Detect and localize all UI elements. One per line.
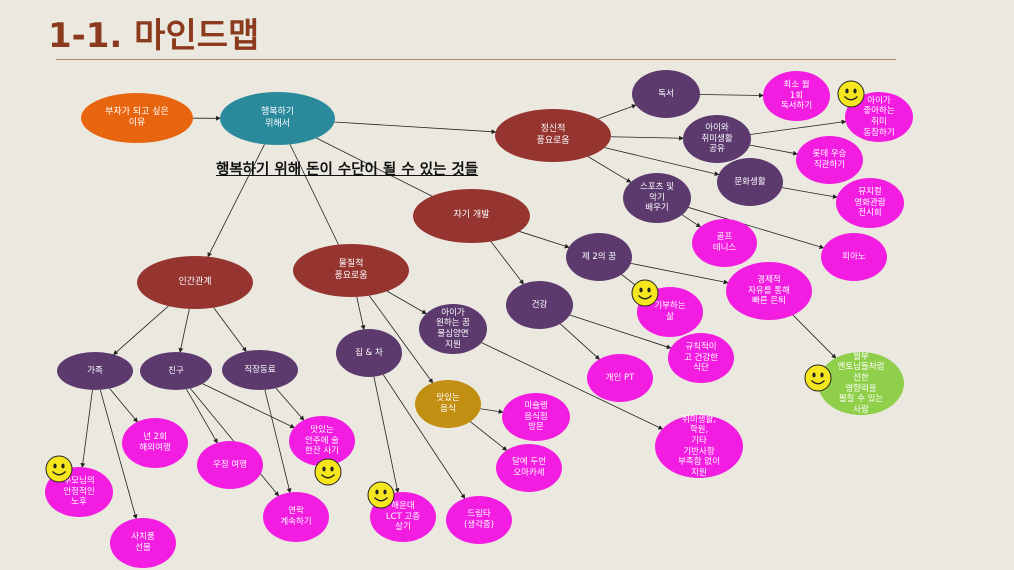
node-house-car: 집 & 차 <box>336 329 402 377</box>
connector-friends-to-friend-trip <box>186 388 218 444</box>
connector-kids-hobby-to-kid-hobby-join <box>750 119 847 135</box>
connector-second-dream-to-econ-retire <box>630 262 729 285</box>
connector-family-to-gifts <box>99 389 138 520</box>
node-to-be-happy: 행복하기 위해서 <box>220 92 335 145</box>
node-lotte-win: 롯데 우승 직관하기 <box>796 136 863 184</box>
node-second-dream: 제 2의 꿈 <box>566 233 632 281</box>
smiley-face-icon <box>631 279 659 307</box>
connector-mental-to-kids-hobby <box>610 135 684 141</box>
node-gifts: 사치품 선물 <box>110 518 176 568</box>
connector-relations-to-friends <box>178 308 190 353</box>
connector-family-to-parents <box>80 389 93 468</box>
connector-reading-to-read-monthly <box>699 93 764 98</box>
node-friend-trip: 우정 여행 <box>197 441 263 489</box>
node-golf: 골프 테니스 <box>692 219 757 267</box>
node-read-monthly: 최소 월 1회 독서하기 <box>763 71 830 121</box>
connector-house-car-to-drive <box>382 374 466 500</box>
node-family: 가족 <box>57 352 133 390</box>
connector-to-be-happy-to-self-dev <box>316 137 433 197</box>
node-econ-retire: 경제적 자유를 통해 빠른 은퇴 <box>726 262 812 320</box>
connector-relations-to-family <box>113 305 169 355</box>
connector-material-to-house-car <box>356 296 366 331</box>
node-regular-diet: 규칙적이 고 건강한 식단 <box>668 333 734 383</box>
node-trip: 년 2회 해외여행 <box>122 418 188 468</box>
connector-tasty-food-to-michelin <box>480 408 504 414</box>
connector-to-be-happy-to-mental <box>334 121 497 135</box>
node-michelin: 미슐랭 음식점 방문 <box>502 393 570 441</box>
connector-relations-to-coworkers <box>213 307 247 353</box>
title-divider <box>56 59 896 60</box>
connector-culture-to-musical <box>782 187 838 199</box>
smiley-face-icon <box>314 458 342 486</box>
connector-self-dev-to-second-dream <box>519 231 570 249</box>
connector-kid-dream-to-hobby-support <box>481 342 664 430</box>
connector-kids-hobby-to-lotte-win <box>749 144 798 156</box>
connector-house-car-to-haeundae <box>373 376 400 494</box>
connector-friends-to-treat-coworkers <box>202 383 295 429</box>
smiley-face-icon <box>804 364 832 392</box>
node-kids-hobby: 아이와 취미생활 공유 <box>683 115 751 163</box>
node-pt: 개인 PT <box>587 354 653 402</box>
node-self-dev: 자기 개발 <box>413 189 530 243</box>
connector-lines <box>80 93 847 520</box>
diagram-subtitle: 행복하기 위해 돈이 수단이 될 수 있는 것들 <box>216 162 479 178</box>
connector-sports-to-golf <box>681 214 702 228</box>
connector-tasty-food-to-omakase <box>470 421 508 451</box>
smiley-face-icon <box>837 80 865 108</box>
connector-to-be-happy-to-relations <box>207 144 265 258</box>
node-treat-coworkers: 맛있는 안주에 술 한잔 사기 <box>289 416 355 466</box>
node-material: 물질적 풍요로움 <box>293 244 409 297</box>
node-drive: 드림타 (생각중) <box>446 496 512 544</box>
node-keep-contact: 연락 계속하기 <box>263 492 329 542</box>
node-coworkers: 직장동료 <box>222 350 298 390</box>
connector-mental-to-sports <box>587 156 632 183</box>
connector-coworkers-to-keep-contact <box>264 389 292 494</box>
connector-self-dev-to-health <box>490 241 524 285</box>
node-mental: 정신적 풍요로움 <box>495 109 611 162</box>
connector-mental-to-culture <box>604 147 720 177</box>
connector-material-to-tasty-food <box>368 295 434 384</box>
connector-health-to-pt <box>559 323 600 360</box>
smiley-face-icon <box>367 481 395 509</box>
node-health: 건강 <box>506 281 573 329</box>
node-culture: 문화생활 <box>717 158 783 206</box>
node-haeundae: 해운대 LCT 고층 살기 <box>370 492 436 542</box>
node-mentor: 월부 멘토님들처럼 선한 영향력을 펼칠 수 있는 사람 <box>818 352 904 415</box>
connector-econ-retire-to-mentor <box>792 314 837 359</box>
connector-material-to-kid-dream <box>386 290 427 315</box>
node-hobby-support: 취미생활, 학원, 기타 기반사항 부족함 없이 지원 <box>655 415 743 478</box>
node-tasty-food: 맛있는 음식 <box>415 380 481 428</box>
node-rich-reason: 부자가 되고 싶은 이유 <box>81 93 193 143</box>
connector-health-to-regular-diet <box>569 314 672 350</box>
node-piano: 피아노 <box>821 233 887 281</box>
connector-sports-to-piano <box>688 207 825 250</box>
node-omakase: 달에 두번 오마카세 <box>496 444 562 492</box>
node-kid-dream: 아이가 원하는 꿈 물심양면 지원 <box>419 304 487 354</box>
connector-to-be-happy-to-material <box>289 144 339 245</box>
slide-title: 1-1. 마인드맵 <box>48 16 260 56</box>
connector-mental-to-reading <box>598 104 637 120</box>
node-sports: 스포츠 및 악기 배우기 <box>623 173 691 223</box>
connector-coworkers-to-treat-coworkers <box>275 387 305 421</box>
node-relations: 인간관계 <box>137 256 253 309</box>
smiley-face-icon <box>45 455 73 483</box>
node-friends: 친구 <box>140 352 212 390</box>
node-musical: 뮤지컬 영화관람 전시회 <box>836 178 904 228</box>
connector-family-to-trip <box>109 388 138 423</box>
node-reading: 독서 <box>632 70 700 118</box>
